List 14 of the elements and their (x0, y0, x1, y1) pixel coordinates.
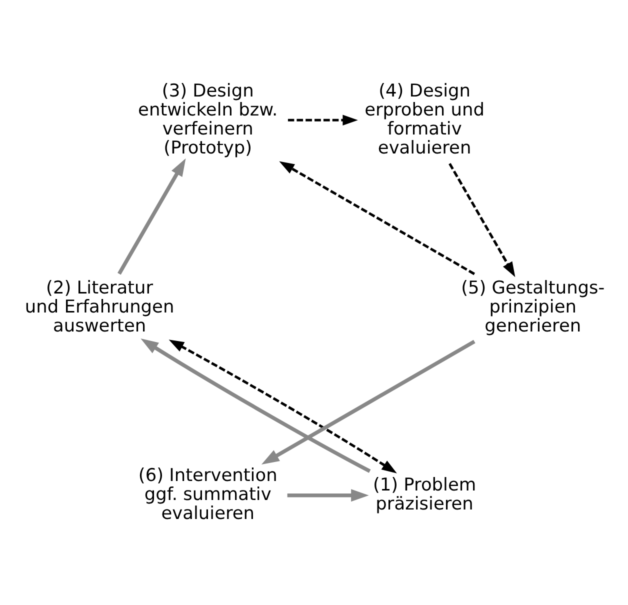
node-text: (3) Design entwickeln bzw. verfeinern (Prototyp) (138, 80, 278, 158)
node-text: (5) Gestaltungs-prinzipien generieren (461, 278, 605, 336)
node-text: (6) Intervention ggf. summativ evaluieren (138, 466, 278, 524)
node-text: (1) Problem präzisieren (372, 475, 476, 514)
arrow (168, 339, 397, 473)
arrow (448, 162, 516, 277)
node-text: (2) Literatur und Erfahrungen auswerten (24, 278, 174, 336)
node-text: (4) Design erproben und formativ evaluieren (364, 80, 484, 158)
arrow (287, 488, 369, 502)
arrow (118, 158, 186, 274)
arrow (140, 338, 371, 472)
arrow (261, 339, 476, 464)
arrow (288, 114, 358, 125)
arrow (279, 160, 476, 275)
